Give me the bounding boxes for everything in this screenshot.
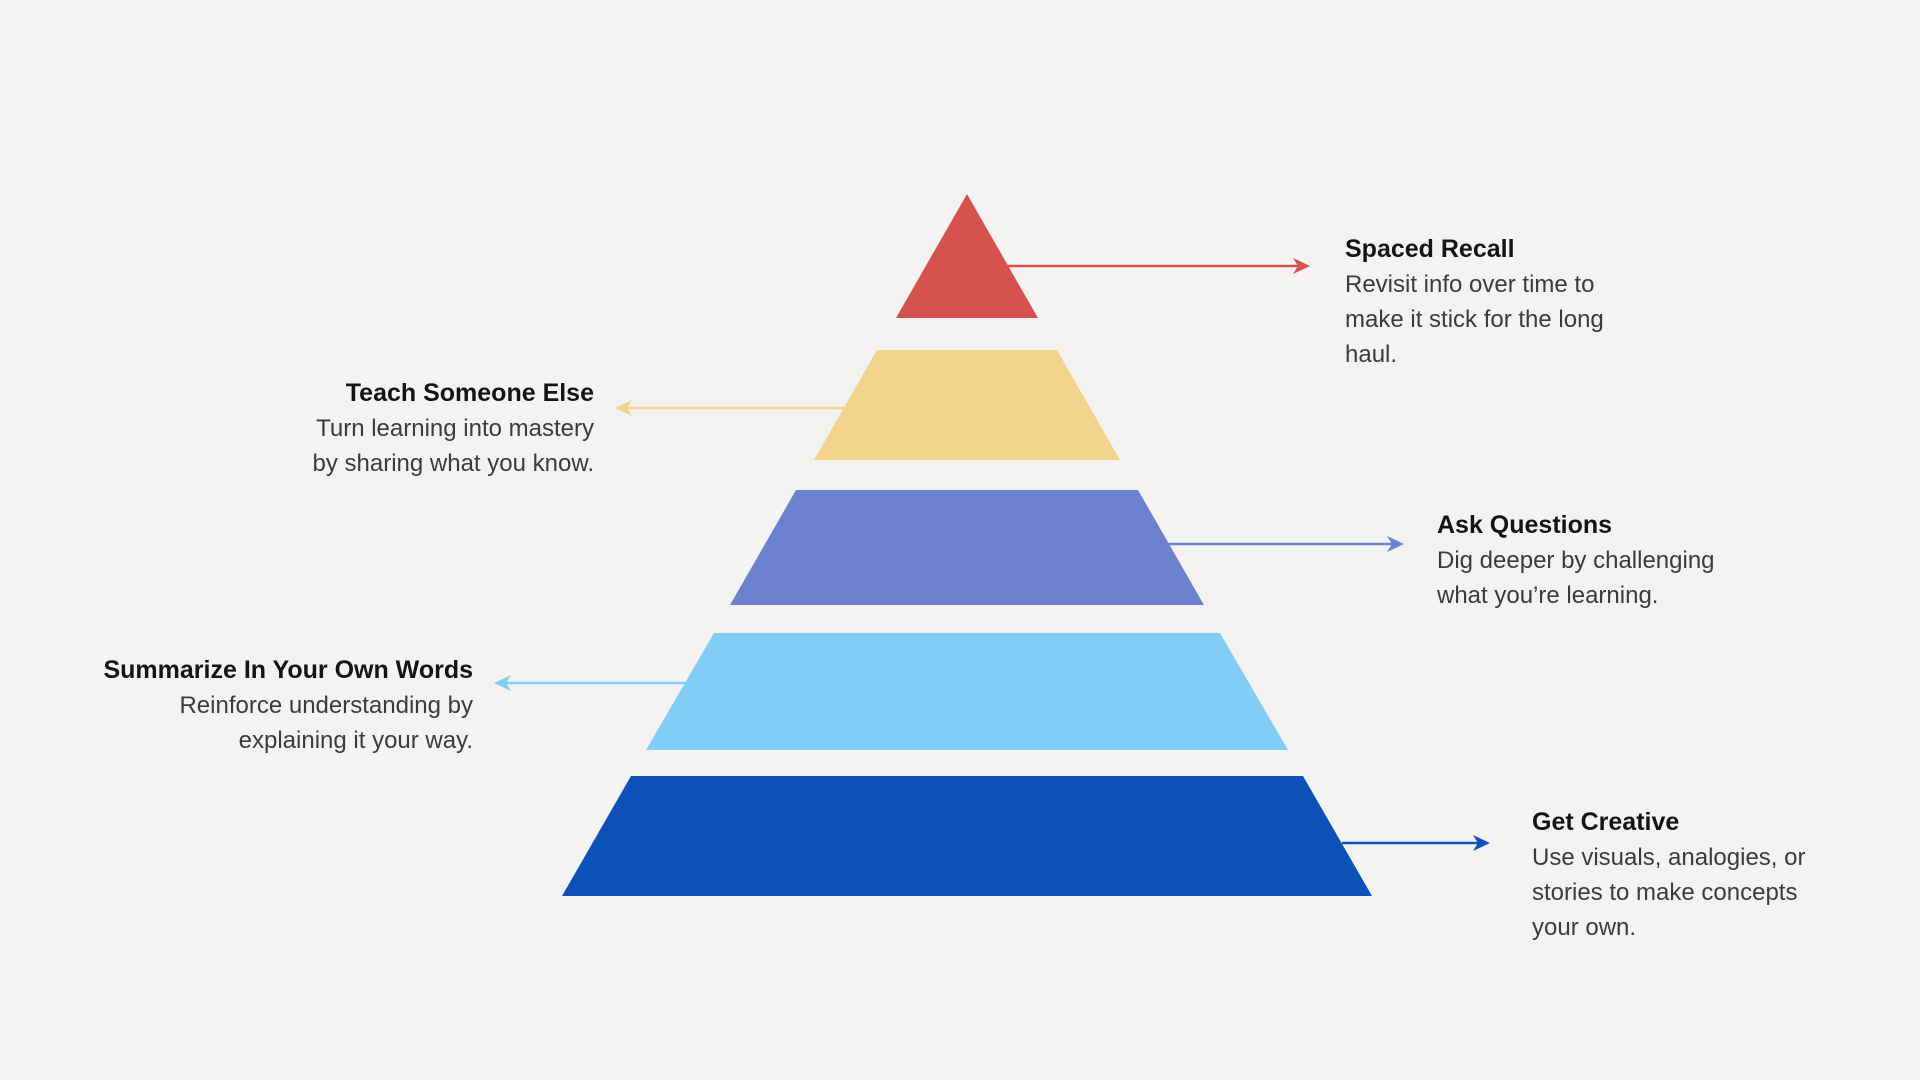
callout-description: Revisit info over time to make it stick … xyxy=(1345,271,1604,368)
arrow-summarize xyxy=(494,675,688,691)
arrow-head-left-icon xyxy=(615,400,632,416)
callout-description: Dig deeper by challenging what you’re le… xyxy=(1437,547,1715,609)
callout-description: Use visuals, analogies, or stories to ma… xyxy=(1532,844,1806,941)
arrow-head-right-icon xyxy=(1293,258,1310,274)
arrow-spaced-recall xyxy=(1004,258,1310,274)
arrow-head-left-icon xyxy=(494,675,511,691)
callout-get-creative: Get Creative Use visuals, analogies, or … xyxy=(1532,805,1805,945)
pyramid-level-get-creative xyxy=(562,776,1372,896)
callout-teach-someone-else: Teach Someone Else Turn learning into ma… xyxy=(313,376,595,481)
callout-summarize: Summarize In Your Own Words Reinforce un… xyxy=(103,653,473,758)
callout-title: Teach Someone Else xyxy=(345,379,594,407)
callout-spaced-recall: Spaced Recall Revisit info over time to … xyxy=(1345,232,1604,372)
callout-title: Summarize In Your Own Words xyxy=(103,656,473,684)
pyramid-level-teach-someone-else xyxy=(814,350,1120,460)
callout-title: Spaced Recall xyxy=(1345,235,1515,263)
callout-description: Reinforce understanding by explaining it… xyxy=(179,692,473,754)
callout-title: Get Creative xyxy=(1532,808,1680,836)
arrow-get-creative xyxy=(1341,835,1490,851)
arrow-head-right-icon xyxy=(1473,835,1490,851)
arrow-teach-someone-else xyxy=(615,400,845,416)
pyramid-level-spaced-recall xyxy=(896,194,1038,318)
callout-description: Turn learning into mastery by sharing wh… xyxy=(312,415,595,477)
pyramid-level-ask-questions xyxy=(730,490,1204,605)
arrow-head-right-icon xyxy=(1387,536,1404,552)
pyramid-level-summarize xyxy=(646,633,1288,750)
arrow-ask-questions xyxy=(1167,536,1404,552)
callout-ask-questions: Ask Questions Dig deeper by challenging … xyxy=(1437,508,1715,613)
callout-title: Ask Questions xyxy=(1437,511,1613,539)
